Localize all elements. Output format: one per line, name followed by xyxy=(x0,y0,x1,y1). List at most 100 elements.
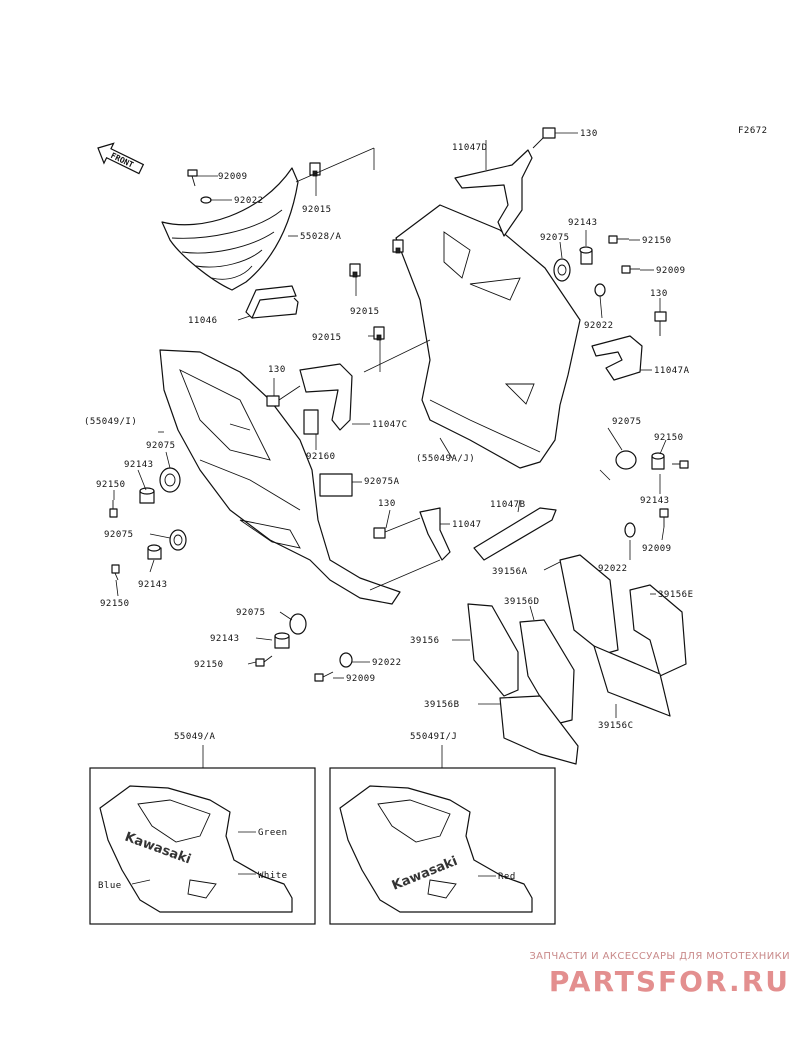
bolt-130-b xyxy=(654,311,667,336)
label-55028a: 55028/A xyxy=(300,232,342,242)
label-11047a: 11047A xyxy=(654,366,690,376)
pad-39156 xyxy=(467,603,519,697)
bolt-92009-d xyxy=(659,508,669,527)
screw-92150-b xyxy=(109,500,118,518)
grommet-92075-c xyxy=(169,529,187,551)
part-11047b-stay xyxy=(473,507,557,561)
label-92160: 92160 xyxy=(306,452,336,462)
collar-92143-d xyxy=(274,632,290,649)
label-92009-b: 92009 xyxy=(656,266,686,276)
bolt-92009-b xyxy=(621,265,640,274)
label-92022-d: 92022 xyxy=(598,564,628,574)
nut-92015-d xyxy=(392,239,404,254)
pad-39156e xyxy=(629,584,687,677)
label-11047c: 11047C xyxy=(372,420,408,430)
part-55049aj-inner-cowl xyxy=(395,204,581,469)
label-92075-e: 92075 xyxy=(612,417,642,427)
label-92009-a: 92009 xyxy=(218,172,248,182)
label-39156b: 39156B xyxy=(424,700,460,710)
label-92143-e: 92143 xyxy=(640,496,670,506)
damper-92160 xyxy=(303,409,319,435)
inset-left-title: 55049/A xyxy=(174,732,216,742)
washer-92022-c xyxy=(339,652,353,668)
nut-92015-b xyxy=(349,263,361,278)
label-39156d: 39156D xyxy=(504,597,540,607)
label-39156e: 39156E xyxy=(658,590,694,600)
part-55028-cowl xyxy=(161,167,299,291)
bolt-92009-c xyxy=(314,671,334,682)
part-labels: 92009 92022 92015 55028/A 11046 11047D 1… xyxy=(84,129,694,731)
label-55049i: (55049/I) xyxy=(84,417,137,427)
label-11047b: 11047B xyxy=(490,500,526,510)
label-92143-c: 92143 xyxy=(138,580,168,590)
screw-92150-a xyxy=(608,235,629,244)
diagram-code: F2672 xyxy=(738,126,768,136)
label-92015-c: 92015 xyxy=(312,333,342,343)
bolt-130-d xyxy=(373,517,421,539)
screw-92150-d xyxy=(255,655,273,667)
label-92075-c: 92075 xyxy=(104,530,134,540)
part-11047-stay xyxy=(419,507,451,561)
label-92022-a: 92022 xyxy=(234,196,264,206)
grommet-92075-b xyxy=(159,467,181,493)
label-55049aj: (55049A/J) xyxy=(416,454,475,464)
pad-39156b xyxy=(499,695,579,765)
front-arrow-icon: FRONT xyxy=(97,142,145,175)
label-11047: 11047 xyxy=(452,520,482,530)
bolt-92009-a xyxy=(187,169,198,187)
label-92143-a: 92143 xyxy=(568,218,598,228)
label-92022-b: 92022 xyxy=(584,321,614,331)
grommet-92075-e xyxy=(615,450,637,470)
inset-left-callouts xyxy=(131,831,256,885)
bolt-130-a xyxy=(532,127,556,149)
label-92075-a: 92075 xyxy=(540,233,570,243)
label-92022-c: 92022 xyxy=(372,658,402,668)
color-white-label: White xyxy=(258,871,288,881)
bolt-130-c xyxy=(266,385,301,407)
label-92150-c: 92150 xyxy=(100,599,130,609)
label-39156: 39156 xyxy=(410,636,440,646)
label-92150-d: 92150 xyxy=(194,660,224,670)
part-55049i-side-cowl xyxy=(159,349,401,605)
label-92015-a: 92015 xyxy=(302,205,332,215)
label-92143-d: 92143 xyxy=(210,634,240,644)
inset-right-cowl: Kawasaki xyxy=(339,785,533,913)
washer-92022-b xyxy=(594,283,606,297)
collar-92143-c xyxy=(147,544,162,560)
screw-92150-e xyxy=(672,460,689,469)
color-blue-label: Blue xyxy=(98,881,122,891)
color-green-label: Green xyxy=(258,828,288,838)
label-130-a: 130 xyxy=(580,129,598,139)
label-92150-b: 92150 xyxy=(96,480,126,490)
label-11047d: 11047D xyxy=(452,143,488,153)
label-130-b: 130 xyxy=(650,289,668,299)
washer-92022-a xyxy=(200,196,212,204)
collar-92143-b xyxy=(139,487,155,504)
label-39156a: 39156A xyxy=(492,567,528,577)
pad-39156c xyxy=(593,645,671,717)
part-11046-bracket xyxy=(245,285,299,319)
label-92009-c: 92009 xyxy=(346,674,376,684)
label-39156c: 39156C xyxy=(598,721,634,731)
grommet-92075-a xyxy=(553,258,571,282)
label-92075-d: 92075 xyxy=(236,608,266,618)
part-11047d-stay xyxy=(454,149,533,237)
collar-92143-e xyxy=(651,452,665,470)
label-130-d: 130 xyxy=(378,499,396,509)
label-92150-e: 92150 xyxy=(654,433,684,443)
label-92009-d: 92009 xyxy=(642,544,672,554)
nut-92015-c xyxy=(373,326,385,341)
part-11047c-stay xyxy=(299,363,353,431)
label-130-c: 130 xyxy=(268,365,286,375)
inset-right-title: 55049I/J xyxy=(410,732,457,742)
label-92075a: 92075A xyxy=(364,477,400,487)
label-11046: 11046 xyxy=(188,316,218,326)
collar-92143-a xyxy=(579,246,593,265)
label-92015-b: 92015 xyxy=(350,307,380,317)
grommet-92075-d xyxy=(289,613,307,635)
label-92143-b: 92143 xyxy=(124,460,154,470)
watermark-logo[interactable]: PARTSFOR.RU xyxy=(548,965,790,998)
part-11047a-stay xyxy=(591,335,643,381)
pad-92075a xyxy=(319,473,353,497)
